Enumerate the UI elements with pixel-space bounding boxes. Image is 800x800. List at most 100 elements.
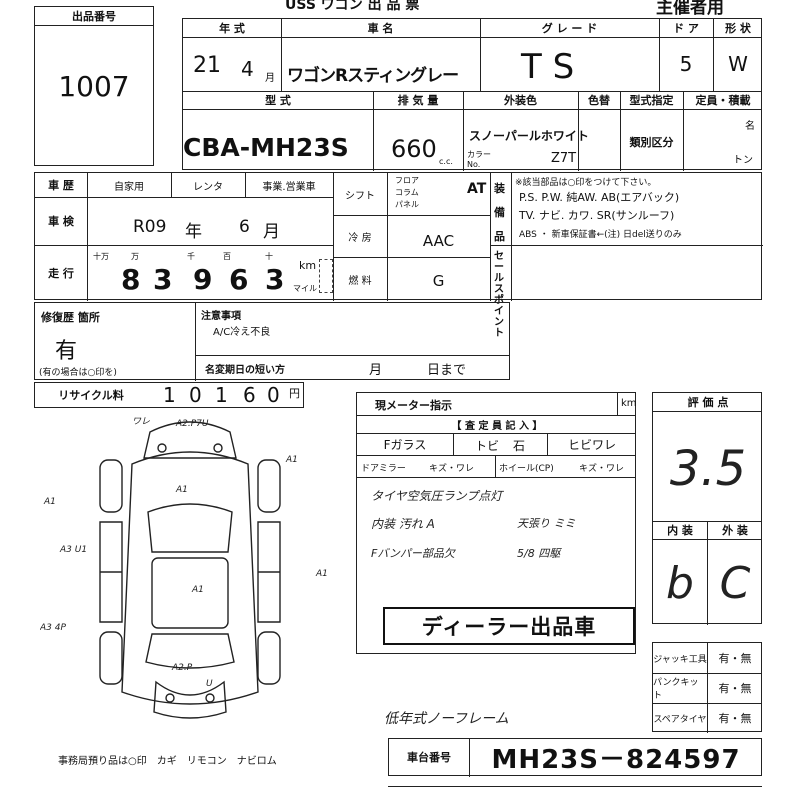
recycle-digit: 1 <box>215 383 228 407</box>
inspection-label: 車 検 <box>48 215 74 228</box>
cc-unit: c.c. <box>439 157 453 166</box>
exterior-score: C <box>719 557 751 609</box>
diagram-right-side <box>257 521 281 623</box>
recycle-digit: 1 <box>163 383 176 407</box>
damage-mark: A3 U1 <box>59 545 87 555</box>
doors-value: 5 <box>679 52 693 76</box>
equipment-side-label: 備 <box>494 206 505 219</box>
doors-label: ド ア <box>673 22 699 35</box>
shift-value: AT <box>467 181 487 197</box>
windshield-label: Fガラス <box>383 437 427 452</box>
model-label: 型 式 <box>265 94 291 107</box>
name-change-day: 日まで <box>427 363 467 378</box>
chassis-label: 車台番号 <box>407 751 451 764</box>
mile-label: マイル <box>293 284 317 293</box>
grade-label: グ レ ー ド <box>541 22 598 35</box>
mileage-digit: 6 <box>229 263 249 296</box>
classification-label: 類別区分 <box>629 136 674 149</box>
repair-note: (有の場合は○印を) <box>39 368 117 378</box>
mileage-place-100: 百 <box>223 252 231 261</box>
year-label: 年 式 <box>219 22 245 35</box>
lot-label: 出品番号 <box>35 7 153 26</box>
diagram-body-outline <box>121 451 259 705</box>
capacity-ton-unit: トン <box>733 155 753 166</box>
overall-score: 3.5 <box>669 441 747 497</box>
inspector-note: 5/8 四駆 <box>517 547 561 560</box>
name-label: 車 名 <box>367 22 394 35</box>
history-option-private[interactable]: 自家用 <box>114 181 144 193</box>
spare-tire-label: スペアタイヤ <box>653 714 707 725</box>
name-change-month: 月 <box>369 363 383 378</box>
grade-value: T S <box>521 47 575 87</box>
history-label: 車 歴 <box>48 179 74 192</box>
shift-option-floor[interactable]: フロア <box>395 176 419 185</box>
recycle-digit: 0 <box>189 383 202 407</box>
puncture-kit-value[interactable]: 有・無 <box>718 682 752 695</box>
exterior-color-value: スノーパールホワイト <box>469 129 589 143</box>
diagram-roof <box>151 557 229 629</box>
type-designation-label: 型式指定 <box>629 94 674 107</box>
lot-number: 1007 <box>58 69 130 103</box>
km-label: km <box>299 259 317 272</box>
fuel-label: 燃 料 <box>348 275 372 287</box>
caution-text: A/C冷え不良 <box>213 327 271 338</box>
damage-mark: A1 <box>191 585 204 595</box>
dealer-stamp-text: ディーラー出品車 <box>421 615 597 639</box>
history-option-rental[interactable]: レンタ <box>193 181 223 193</box>
damage-mark: A1 <box>43 497 56 507</box>
mileage-place-10: 十 <box>265 252 273 261</box>
wheel-label: ホイール(CP) <box>499 464 554 474</box>
spare-tire-value[interactable]: 有・無 <box>718 712 752 725</box>
repair-caution-box: 修復歴 箇所 有 (有の場合は○印を) 注意事項 A/C冷え不良 名変期日の短い… <box>34 302 510 381</box>
shift-option-panel[interactable]: パネル <box>395 200 419 209</box>
diagram-windshield <box>147 503 233 553</box>
inspector-title: 【 査 定 員 記 入 】 <box>451 420 543 432</box>
shape-label: 形 状 <box>725 22 751 35</box>
mileage-place-10k: 万 <box>131 252 139 261</box>
caution-label: 注意事項 <box>201 311 241 322</box>
inspection-year-unit: 年 <box>185 222 202 242</box>
inspection-month: 6 <box>239 217 250 237</box>
recycle-digit: 0 <box>267 383 280 407</box>
grade-box: 評 価 点 3.5 内 装 外 装 b C <box>652 392 762 625</box>
mileage-place-100k: 十万 <box>93 252 109 261</box>
equipment-side-label: 装 <box>494 182 505 195</box>
damage-mark: A3 4P <box>40 623 66 633</box>
shift-option-column[interactable]: コラム <box>395 188 419 197</box>
organizer-label: 主催者用 <box>656 0 724 18</box>
diagram-front-left-wheel <box>99 459 123 513</box>
equipment-line2: TV. ナビ. カワ. SR(サンルーフ) <box>519 209 675 222</box>
history-option-business[interactable]: 事業.営業車 <box>262 181 316 193</box>
model-value: CBA-MH23S <box>183 133 349 162</box>
meter-unit: km <box>621 398 637 409</box>
inspector-note: 内装 汚れ A <box>371 517 435 531</box>
mileage-digit: 3 <box>153 263 173 296</box>
ac-value: AAC <box>422 232 455 250</box>
fuel-value: G <box>432 272 445 290</box>
interior-label: 内 装 <box>667 524 693 537</box>
custody-footer: 事務局預り品は○印 カギ リモコン ナビロム <box>58 756 277 767</box>
mile-checkbox[interactable] <box>319 259 333 293</box>
month-unit: 月 <box>265 73 275 84</box>
mileage-digit: 9 <box>193 263 213 296</box>
damage-mark: A1 <box>175 485 188 495</box>
color-no-label: カラー No. <box>467 150 491 169</box>
diagram-front-bumper <box>143 421 237 459</box>
accessories-box: ジャッキ工具 有・無 パンクキット 有・無 スペアタイヤ 有・無 <box>652 642 762 733</box>
chip-label: トビ <box>475 439 500 453</box>
mirror-label: ドアミラー <box>361 464 406 474</box>
damage-mark: A1 <box>315 569 328 579</box>
displacement-value: 660 <box>391 135 437 163</box>
inspection-month-unit: 月 <box>263 222 280 242</box>
diagram-rear-right-wheel <box>257 631 281 685</box>
color-change-label: 色替 <box>588 94 610 107</box>
equipment-note: ※該当部品は○印をつけて下さい。 <box>515 178 657 188</box>
displacement-label: 排 気 量 <box>397 94 439 107</box>
meter-label: 現メーター指示 <box>375 399 452 412</box>
diagram-rear-window <box>145 633 235 669</box>
jack-value[interactable]: 有・無 <box>718 652 752 665</box>
year-value: 21 <box>193 53 221 78</box>
name-change-label: 名変期日の短い方 <box>205 365 285 376</box>
lot-box: 出品番号 1007 <box>34 6 154 166</box>
vehicle-name: ワゴンRスティングレー <box>287 66 459 86</box>
